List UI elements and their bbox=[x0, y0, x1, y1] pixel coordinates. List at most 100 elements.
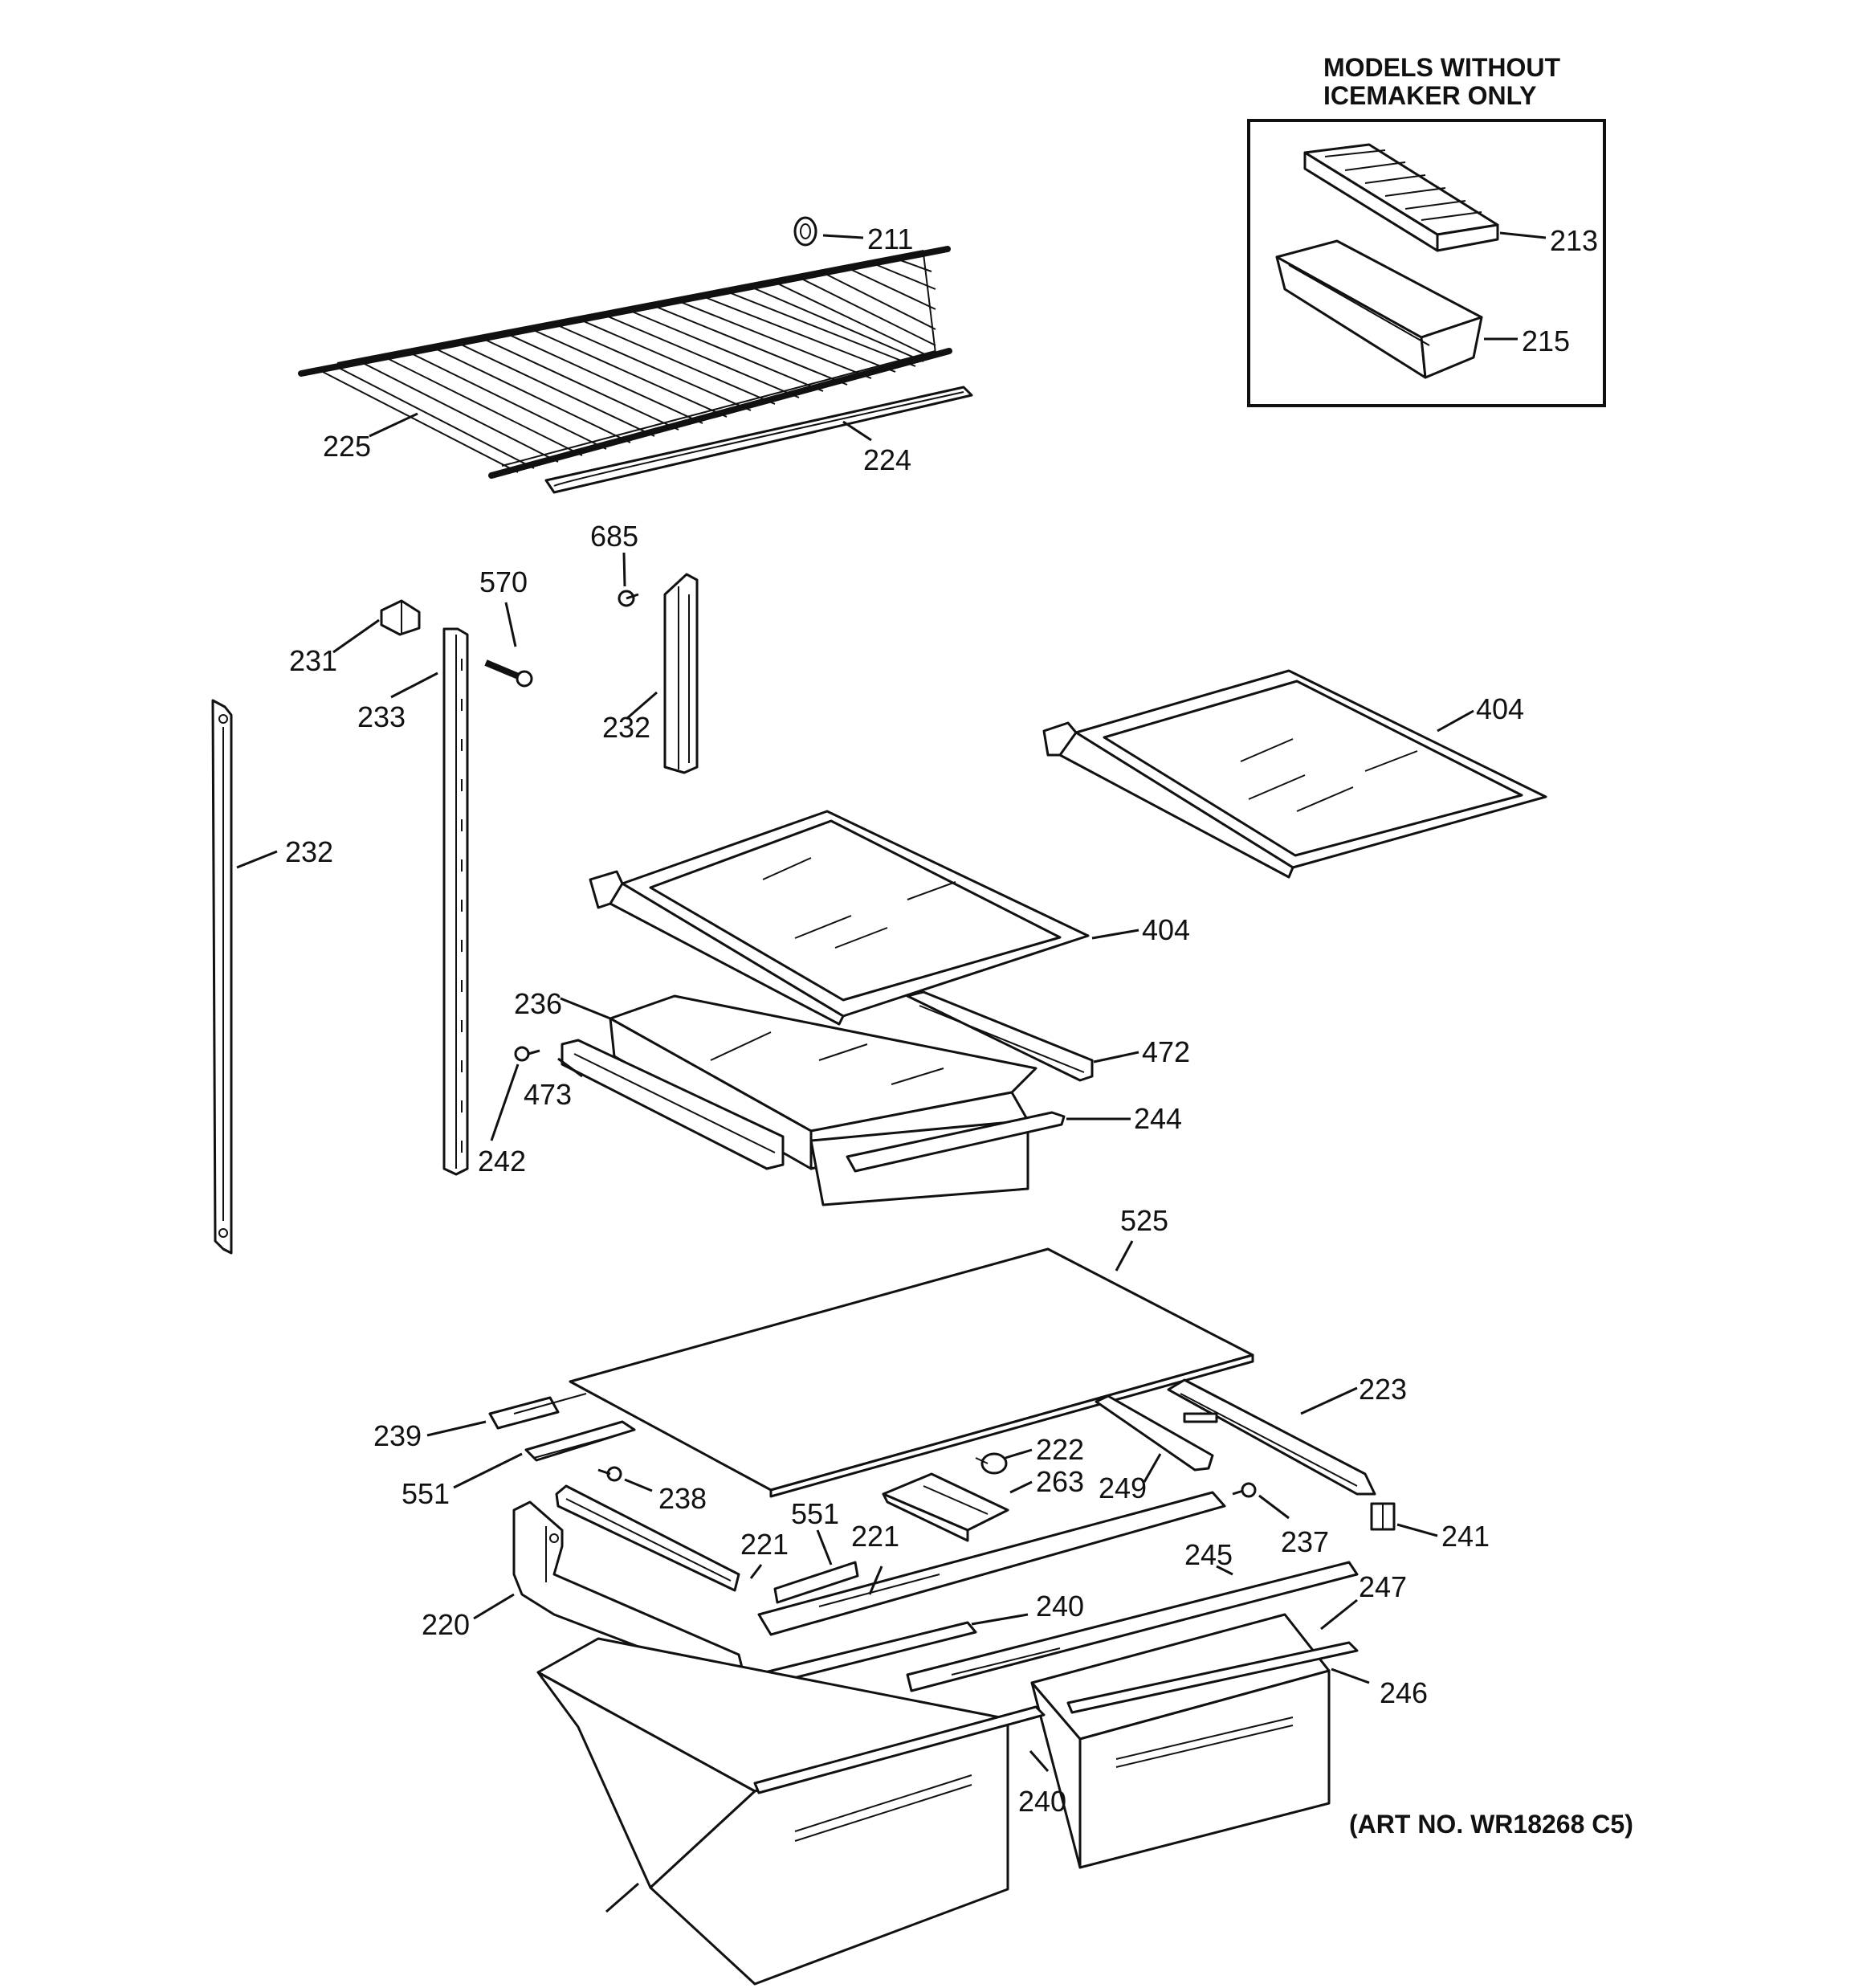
screw-551-left bbox=[597, 1466, 622, 1482]
leader-223 bbox=[1300, 1386, 1358, 1415]
callout-238: 551 bbox=[791, 1497, 839, 1530]
leader-222 bbox=[1005, 1448, 1033, 1459]
leader-239 bbox=[1009, 1480, 1033, 1494]
leader-241 bbox=[1216, 1565, 1233, 1576]
leader-473 bbox=[557, 1057, 583, 1078]
screw-570 bbox=[484, 659, 533, 688]
shelf-trim-224 bbox=[544, 386, 973, 494]
callout-551a: 238 bbox=[658, 1482, 707, 1515]
drawer-slide-237 bbox=[757, 1491, 1226, 1636]
crisper-drawer-240-left bbox=[536, 1637, 1009, 1986]
handle-244 bbox=[846, 1111, 1066, 1173]
leader-246 bbox=[1029, 1750, 1050, 1772]
callout-221b: 249 bbox=[1099, 1472, 1147, 1504]
leader-221b bbox=[1143, 1453, 1162, 1483]
screw-551-right bbox=[1232, 1482, 1257, 1498]
bracket-235 bbox=[488, 1393, 587, 1430]
inset-frame bbox=[1247, 119, 1606, 407]
callout-404b: 404 bbox=[1142, 913, 1190, 946]
callout-224: 224 bbox=[863, 443, 911, 476]
callout-232b: 232 bbox=[285, 835, 333, 868]
rail-left-pan bbox=[561, 1039, 785, 1170]
callout-231: 231 bbox=[289, 644, 337, 677]
wire-shelf-225 bbox=[298, 246, 952, 479]
leader-570 bbox=[504, 602, 517, 647]
cover-support-239 bbox=[882, 1472, 1009, 1542]
handle-246 bbox=[753, 1705, 1046, 1794]
callout-221a: 221 bbox=[740, 1528, 789, 1561]
leader-211 bbox=[822, 234, 864, 239]
frame-223 bbox=[1167, 1378, 1376, 1496]
callout-235: 239 bbox=[373, 1419, 422, 1452]
callout-222: 222 bbox=[1036, 1433, 1084, 1466]
callout-241: 245 bbox=[1184, 1538, 1233, 1571]
callout-232a: 232 bbox=[602, 711, 650, 744]
callout-215: 215 bbox=[1522, 325, 1570, 357]
screw-685 bbox=[618, 590, 639, 607]
leader-224 bbox=[842, 420, 872, 442]
glass-shelf-404-left bbox=[589, 810, 1090, 1026]
leader-525 bbox=[490, 1063, 520, 1141]
callout-213: 213 bbox=[1550, 224, 1598, 257]
shelf-support-232-right bbox=[663, 573, 699, 774]
callout-236: 236 bbox=[514, 987, 562, 1020]
callout-240a: 247 bbox=[1359, 1570, 1407, 1603]
crisper-drawer-240-right bbox=[1030, 1613, 1331, 1869]
inset-title-line2: ICEMAKER ONLY bbox=[1323, 81, 1537, 110]
leader-232a bbox=[626, 691, 658, 720]
callout-404a: 404 bbox=[1476, 692, 1524, 725]
rail-263 bbox=[524, 1420, 636, 1462]
art-number: (ART NO. WR18268 C5) bbox=[1349, 1810, 1633, 1839]
callout-220: 220 bbox=[422, 1608, 470, 1641]
ice-bin-215 bbox=[1275, 239, 1483, 379]
rail-472 bbox=[906, 990, 1094, 1082]
control-249 bbox=[1370, 1502, 1396, 1531]
leader-233 bbox=[390, 672, 438, 699]
shelf-wires bbox=[336, 256, 936, 469]
icemaker-inset: MODELS WITHOUT ICEMAKER ONLY 213 215 bbox=[1247, 53, 1606, 407]
leader-472 bbox=[1093, 1051, 1139, 1063]
leader-404b bbox=[1091, 929, 1139, 940]
shelf-cap-211 bbox=[793, 216, 817, 247]
leader-551a bbox=[624, 1478, 653, 1492]
leader-240a bbox=[1320, 1598, 1358, 1631]
support-221-left bbox=[555, 1484, 740, 1592]
roller-222 bbox=[975, 1452, 1008, 1475]
shelf-support-232-left bbox=[211, 699, 233, 1255]
leader-235 bbox=[426, 1420, 487, 1437]
callout-263: 551 bbox=[402, 1477, 450, 1510]
callout-473: 473 bbox=[524, 1078, 572, 1111]
glass-shelf-404-right bbox=[1042, 669, 1547, 879]
cover-glass-242 bbox=[569, 1247, 1254, 1498]
screw-473 bbox=[514, 1046, 540, 1062]
callout-223: 223 bbox=[1359, 1373, 1407, 1406]
leader-232b bbox=[236, 850, 278, 869]
leader-242 bbox=[1115, 1240, 1134, 1272]
callout-244: 244 bbox=[1134, 1102, 1182, 1135]
frame-220 bbox=[512, 1500, 744, 1680]
callout-551b: 237 bbox=[1281, 1525, 1329, 1558]
callout-525: 242 bbox=[478, 1145, 526, 1178]
leader-238 bbox=[816, 1529, 833, 1565]
shelf-support-233 bbox=[442, 627, 469, 1176]
callout-472: 472 bbox=[1142, 1035, 1190, 1068]
inset-title-line1: MODELS WITHOUT bbox=[1323, 53, 1561, 82]
callout-211: 211 bbox=[867, 222, 913, 255]
rail-241 bbox=[906, 1561, 1359, 1692]
leader-240b bbox=[605, 1882, 639, 1913]
label-238 bbox=[773, 1561, 859, 1604]
leader-404a bbox=[1437, 709, 1474, 733]
leader-247 bbox=[1331, 1668, 1370, 1684]
ice-tray-213 bbox=[1303, 143, 1499, 252]
leader-249 bbox=[1396, 1523, 1438, 1537]
support-221-right bbox=[1095, 1394, 1214, 1472]
leader-221a bbox=[749, 1564, 763, 1579]
leader-213 bbox=[1499, 231, 1547, 239]
leader-551b bbox=[1258, 1494, 1290, 1520]
leader-236 bbox=[560, 997, 611, 1020]
callout-225: 225 bbox=[323, 430, 371, 463]
handle-247 bbox=[1066, 1641, 1359, 1714]
leader-237 bbox=[868, 1565, 883, 1595]
callout-242: 525 bbox=[1120, 1204, 1168, 1237]
